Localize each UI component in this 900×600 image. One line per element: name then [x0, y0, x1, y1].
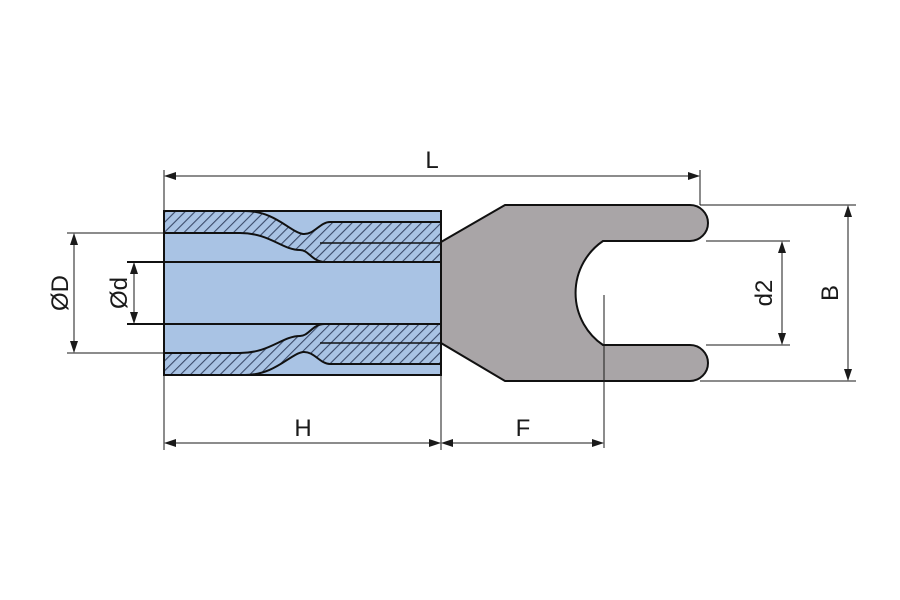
dim-D-label: ØD — [47, 275, 74, 311]
dim-L-label: L — [425, 147, 438, 174]
sleeve-outline — [163, 210, 442, 376]
dim-F-label: F — [516, 415, 531, 442]
spade-fork — [440, 204, 709, 382]
dim-d-label: Ød — [106, 277, 133, 309]
dim-d2-label: d2 — [751, 280, 778, 307]
dim-H-label: H — [294, 415, 311, 442]
dim-B-label: B — [817, 285, 844, 301]
